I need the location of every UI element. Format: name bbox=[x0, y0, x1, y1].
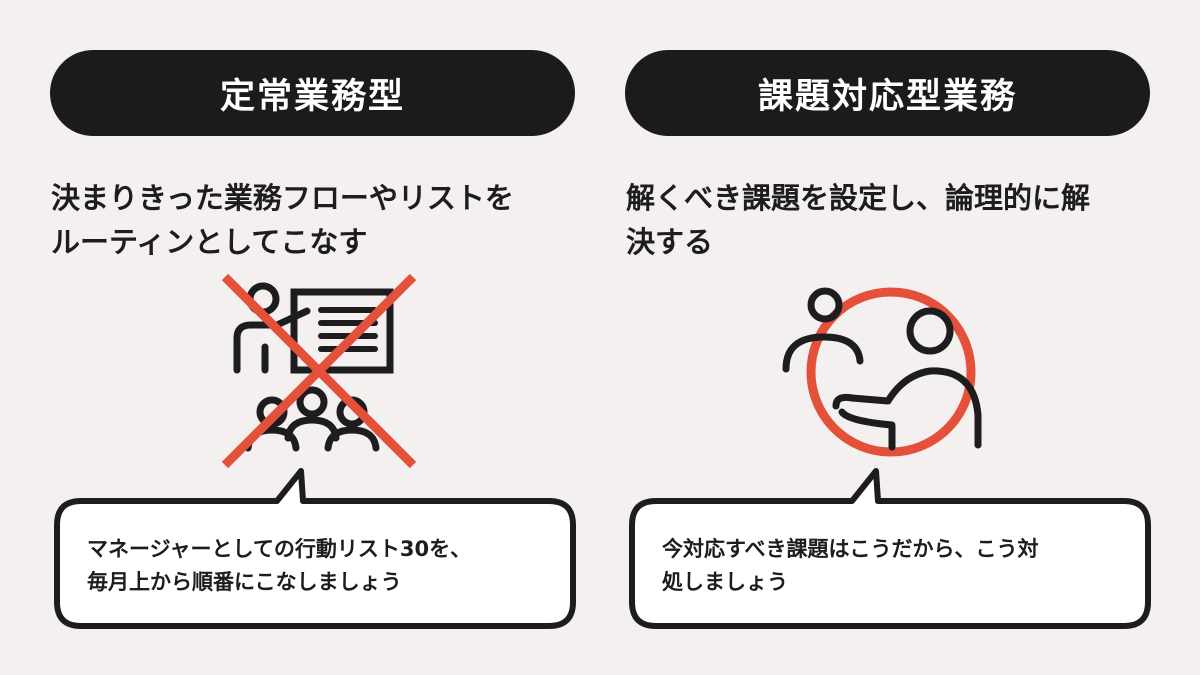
problem-solving-speech-text: 今対応すべき課題はこうだから、こう対 処しましょう bbox=[662, 533, 1132, 599]
routine-work-header: 定常業務型 bbox=[50, 50, 575, 136]
problem-solving-speech-line1: 今対応すべき課題はこうだから、こう対 bbox=[662, 537, 1039, 561]
cross-mark-icon bbox=[221, 273, 417, 469]
routine-work-description-line1: 決まりきった業務フローやリストを bbox=[51, 181, 514, 215]
problem-solving-speech-bubble bbox=[629, 468, 1151, 629]
routine-work-panel: 定常業務型 決まりきった業務フローやリストを ルーティンとしてこなす bbox=[45, 0, 605, 675]
problem-solving-description-line1: 解くべき課題を設定し、論理的に解 bbox=[626, 181, 1091, 215]
routine-work-speech-bubble bbox=[54, 468, 576, 629]
two-people-discussion-icon bbox=[782, 287, 982, 457]
routine-work-speech-text: マネージャーとしての行動リスト30を、 毎月上から順番にこなしましょう bbox=[87, 533, 557, 599]
problem-solving-description: 解くべき課題を設定し、論理的に解 決する bbox=[626, 176, 1166, 264]
routine-work-speech-line2: 毎月上から順番にこなしましょう bbox=[87, 570, 402, 594]
presenter-with-audience-icon bbox=[221, 273, 417, 469]
routine-work-speech-line1: マネージャーとしての行動リスト30を、 bbox=[87, 537, 472, 561]
problem-solving-speech-line2: 処しましょう bbox=[662, 570, 788, 594]
routine-work-description: 決まりきった業務フローやリストを ルーティンとしてこなす bbox=[51, 176, 591, 264]
routine-work-description-line2: ルーティンとしてこなす bbox=[51, 225, 368, 259]
circle-mark-icon bbox=[806, 287, 976, 457]
problem-solving-panel: 課題対応型業務 解くべき課題を設定し、論理的に解 決する 今対応すべき課題はこう… bbox=[620, 0, 1180, 675]
problem-solving-description-line2: 決する bbox=[626, 225, 714, 259]
routine-work-header-label: 定常業務型 bbox=[219, 76, 405, 117]
problem-solving-header: 課題対応型業務 bbox=[625, 50, 1150, 136]
problem-solving-header-label: 課題対応型業務 bbox=[757, 76, 1017, 117]
